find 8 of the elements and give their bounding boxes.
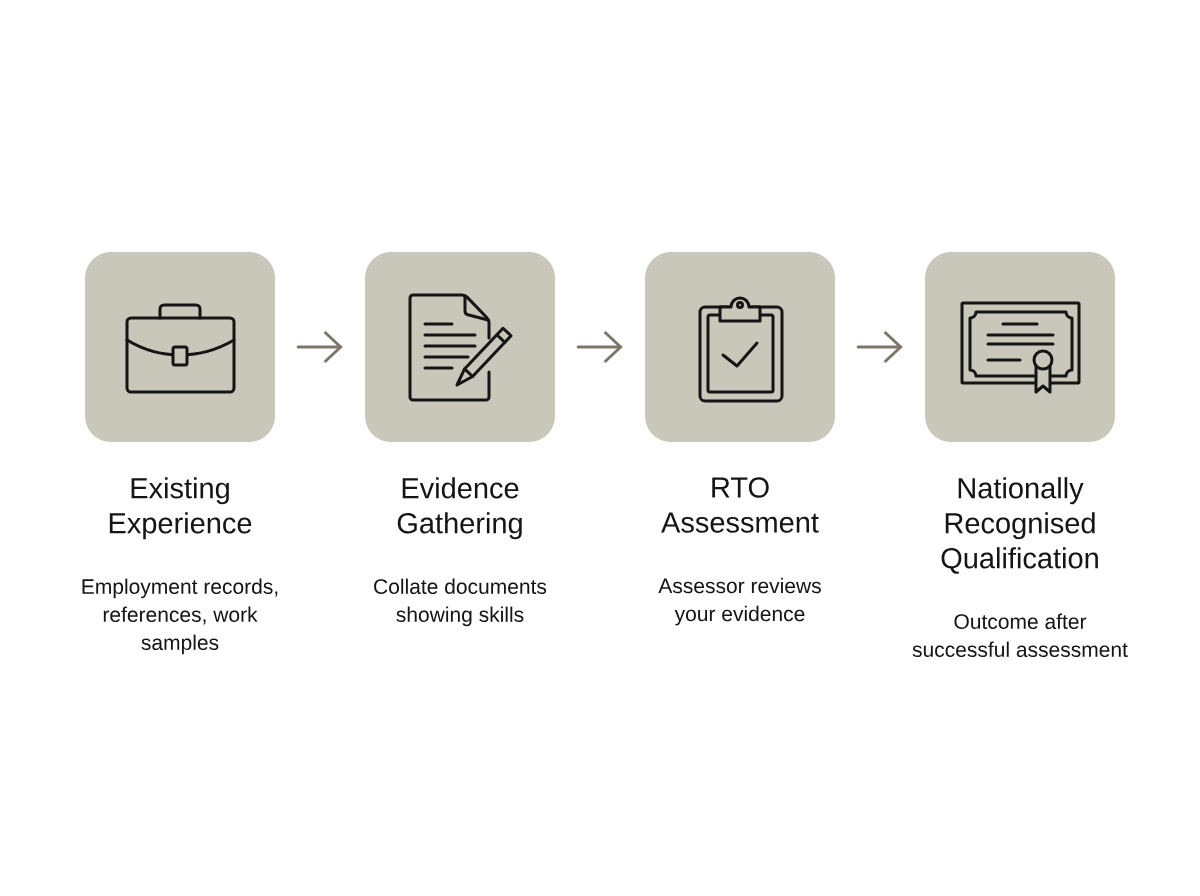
step-heading: Existing Experience xyxy=(109,477,252,540)
step-heading: Evidence Gathering xyxy=(397,477,522,540)
step-description: Collate documents showing skills xyxy=(374,578,547,627)
step-description: Assessor reviews your evidence xyxy=(658,577,821,626)
step-description: Outcome after successful assessment xyxy=(912,613,1128,657)
step-heading: Nationally Recognised Qualification xyxy=(941,477,1098,574)
step-description: Employment records, references, work samples xyxy=(82,578,278,655)
step-heading: RTO Assessment xyxy=(661,477,819,533)
